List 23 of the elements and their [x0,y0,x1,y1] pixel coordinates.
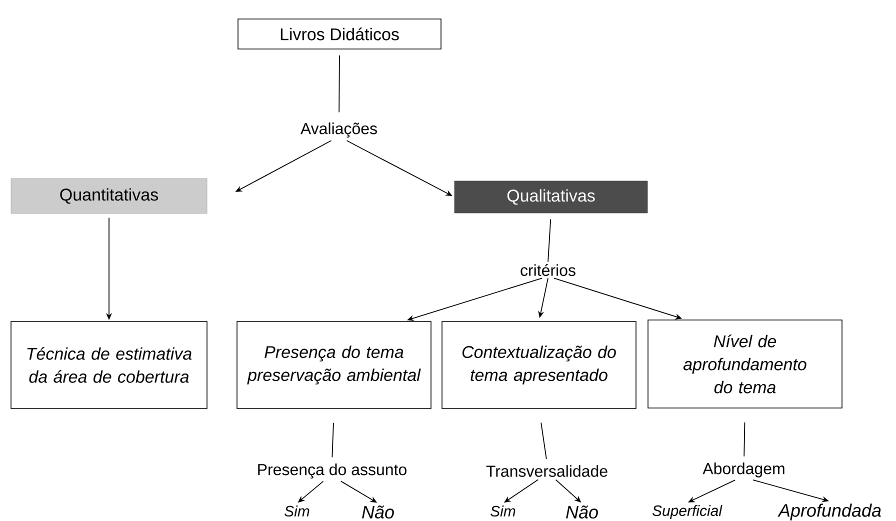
branch-label: Presença do assunto [254,462,410,480]
connector-line [540,422,547,460]
category-box: Quantitativas [10,178,208,214]
answer-label: Aprofundada [778,504,881,520]
criterion-box: Técnica de estimativa da área de cobertura [10,321,208,409]
criterion-box: Presença do tema preservação ambiental [236,321,432,409]
answer-label: Sim [490,505,516,516]
answer-label: Não [362,505,394,519]
category-box: Qualitativas [454,180,648,214]
answer-label: Sim [284,505,310,516]
criterion-box: Nível de aprofundamento do tema [648,320,842,408]
connector-line [548,218,552,262]
answer-label: Não [566,505,598,519]
connector-line [744,422,746,457]
connector-line [332,422,334,458]
branch-label: Avaliações [298,120,380,140]
branch-label: Abordagem [700,460,788,480]
title-box: Livros Didáticos [238,18,442,50]
branch-label: critérios [518,262,578,278]
answer-label: Superficial [652,505,722,519]
criterion-box: Contextualização do tema apresentado [442,321,636,409]
branch-label: Transversalidade [484,463,610,479]
connector-line [338,54,340,113]
